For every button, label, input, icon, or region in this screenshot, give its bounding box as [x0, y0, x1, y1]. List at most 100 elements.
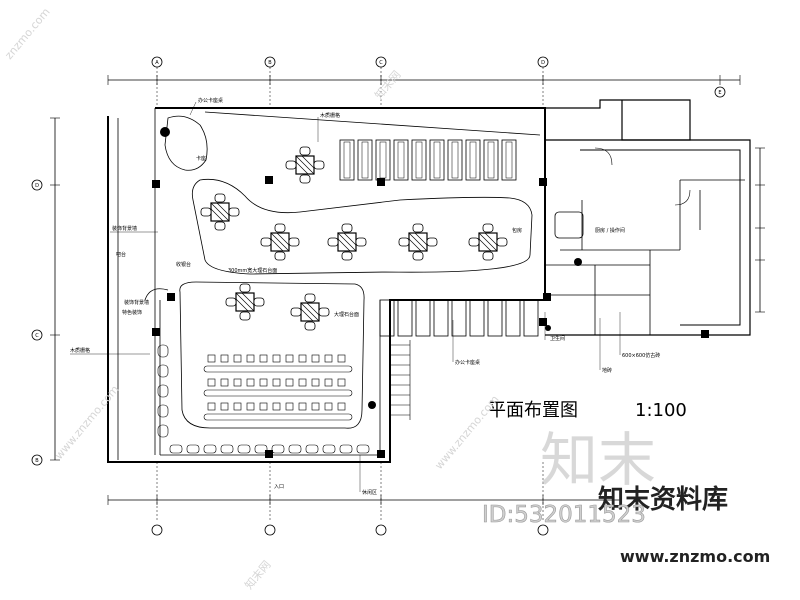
table-hatch — [295, 161, 309, 175]
watermark-diagonal: znzmo.com — [2, 5, 52, 61]
axis-label: C — [379, 60, 383, 66]
chair — [225, 297, 237, 307]
table-hatch — [301, 155, 315, 169]
plant-icon — [160, 127, 170, 137]
annotation: 卫生间 — [550, 335, 565, 342]
watermark-diagonal: www.znzmo.com — [432, 393, 501, 472]
annotation: 入口 — [274, 484, 284, 490]
table-hatch — [276, 232, 290, 246]
table-hatch — [210, 208, 224, 222]
counter-stool — [272, 354, 281, 363]
chair — [482, 223, 494, 233]
dining-table-set — [285, 146, 325, 184]
annotation: 办公卡座桌 — [198, 97, 223, 104]
booth-cushion — [415, 141, 423, 179]
booth-seat — [487, 299, 503, 337]
table-hatch — [414, 232, 428, 246]
table-hatch — [210, 202, 230, 222]
watermark-url: www.znzmo.com — [620, 547, 770, 566]
booth-cushion — [361, 141, 369, 179]
table-hatch — [306, 302, 320, 316]
chair — [313, 160, 325, 170]
table-hatch — [484, 232, 498, 246]
sofa-seat — [339, 444, 353, 454]
sofa-seat — [305, 444, 319, 454]
sofa-seat — [157, 404, 169, 418]
sofa-seat — [322, 444, 336, 454]
long-counter — [203, 413, 353, 421]
dining-table-set — [327, 223, 367, 261]
structural-columns — [152, 176, 709, 458]
chair — [412, 223, 424, 233]
plant-icon — [545, 325, 551, 331]
counter-stool — [298, 402, 307, 411]
chair — [482, 251, 494, 261]
plant-icon — [574, 258, 582, 266]
dining-table-set — [200, 193, 240, 231]
counter-stool — [337, 402, 346, 411]
column — [377, 178, 385, 186]
table-hatch — [408, 232, 428, 252]
booth-cushion — [397, 141, 405, 179]
column — [539, 178, 547, 186]
booth-seat — [465, 139, 481, 181]
booth-seat — [447, 139, 463, 181]
sofa-seat — [271, 444, 285, 454]
chair — [200, 207, 212, 217]
counter-stool — [220, 378, 229, 387]
dining-table-set — [225, 283, 265, 321]
booth-seat — [339, 139, 355, 181]
chair — [285, 160, 297, 170]
sofa-seat — [288, 444, 302, 454]
annotation: 600×600仿古砖 — [622, 352, 660, 359]
sofa-seat — [220, 444, 234, 454]
table-hatch — [300, 302, 320, 322]
sofa-seat — [356, 444, 370, 454]
chair — [288, 237, 300, 247]
annotation: 300mm宽大理石台面 — [228, 267, 277, 274]
counter-stool — [337, 378, 346, 387]
counter-stool — [285, 378, 294, 387]
chair — [228, 207, 240, 217]
counter-stool — [311, 402, 320, 411]
counter-stool — [220, 402, 229, 411]
booth-cushion — [487, 141, 495, 179]
counter-stool — [324, 354, 333, 363]
table-hatch — [343, 232, 357, 246]
chair — [341, 251, 353, 261]
booth-cushion — [469, 141, 477, 179]
table-hatch — [300, 308, 314, 322]
sofa-seat — [169, 444, 183, 454]
annotation: 木质栅格 — [320, 112, 340, 119]
annotation: 包房 — [512, 227, 522, 234]
axis-label: B — [268, 60, 272, 66]
sofa-seat — [157, 364, 169, 378]
watermark-brand: 知末资料库 — [598, 485, 728, 515]
stairs — [390, 340, 411, 420]
axis-label: B — [35, 458, 39, 464]
dining-table-set — [468, 223, 508, 261]
chair — [253, 297, 265, 307]
counter-stool — [233, 402, 242, 411]
annotation: 木质栅格 — [70, 347, 90, 354]
booth-cushion — [451, 141, 459, 179]
counter-stool — [311, 378, 320, 387]
booth-seat — [415, 299, 431, 337]
chair — [304, 321, 316, 331]
counter-stool — [298, 354, 307, 363]
sofa-seat — [157, 424, 169, 438]
booth-seat — [411, 139, 427, 181]
table-hatch — [235, 292, 255, 312]
dining-table-set — [290, 293, 330, 331]
counter-stool — [207, 378, 216, 387]
counter-stool — [259, 378, 268, 387]
counter-stool — [246, 402, 255, 411]
chair — [274, 223, 286, 233]
chair — [468, 237, 480, 247]
chair — [327, 237, 339, 247]
sofa-seat — [157, 344, 169, 358]
annotation: 厨房 / 操作间 — [595, 227, 625, 234]
counter-stool — [233, 354, 242, 363]
chair — [318, 307, 330, 317]
table-hatch — [337, 238, 351, 252]
